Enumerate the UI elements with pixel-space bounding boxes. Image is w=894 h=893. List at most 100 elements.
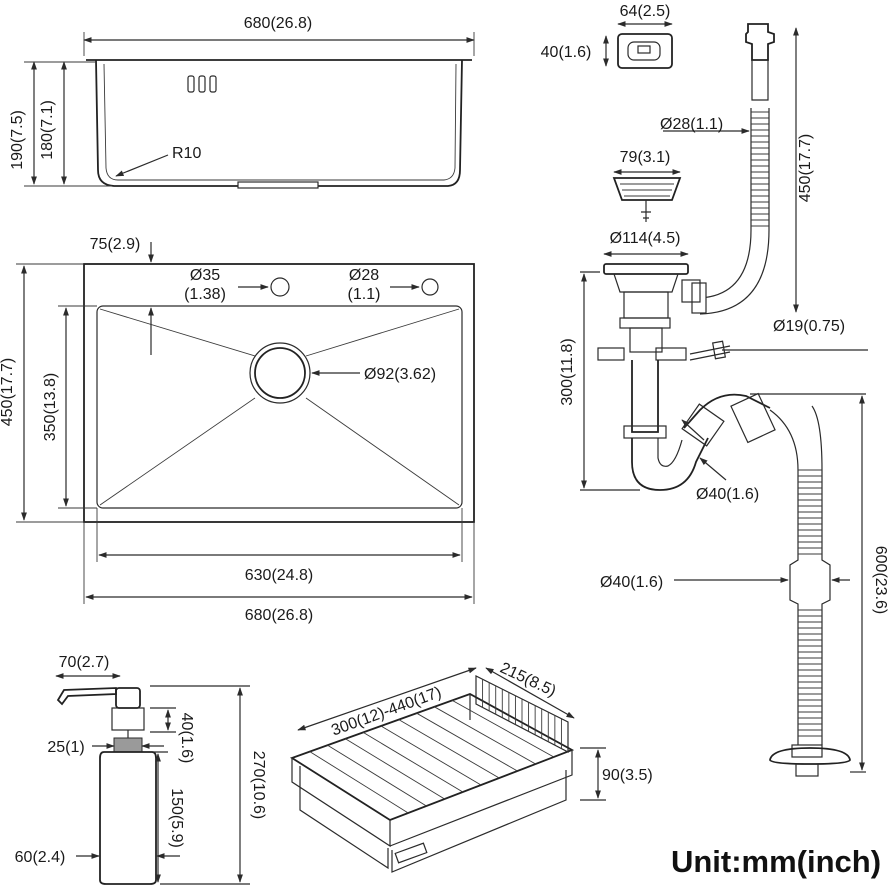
pipe-dia-upper-leader-a: [681, 419, 705, 441]
basket-body-rings: [620, 183, 674, 197]
drain-hose-ribs: [798, 469, 822, 737]
basket-back-panel: [475, 675, 569, 753]
dispenser-spout: [56, 687, 117, 706]
basket-frame-right-leg: [391, 770, 567, 873]
drain-nut: [619, 317, 671, 329]
faucet-hole: [270, 277, 290, 297]
basket-slat: [309, 751, 409, 814]
overflow-hose: Ø28(1.1) 450(17.7): [660, 23, 814, 315]
unit-note: Unit:mm(inch): [671, 844, 881, 879]
trap-vertical-pipe: [631, 360, 659, 433]
hose-ribs: [751, 111, 769, 227]
drain-flange-neck: [613, 273, 679, 293]
drain-body: [623, 291, 669, 319]
basket-stem-crossbars: [641, 211, 651, 219]
thread-dia-label: 25(1): [47, 739, 84, 756]
hose-dia-label: Ø28(1.1): [660, 116, 723, 133]
sink-side-view: 680(26.8) 190(7.5) 180(7.1) R10: [9, 15, 475, 189]
sink-outer-rim: [83, 263, 475, 523]
hose-end-fitting: [691, 282, 707, 314]
inner-depth-label: 350(13.8): [42, 373, 59, 442]
side-drain-outlet: [237, 181, 319, 189]
trap-elbow-joint: [681, 403, 725, 447]
drain-hose-tube: [769, 405, 831, 745]
basket-slat: [380, 725, 482, 786]
radius-label: R10: [172, 145, 201, 162]
basket-slat: [362, 732, 464, 793]
drain-hole-inner: [254, 347, 306, 399]
flange-dia-label: Ø114(4.5): [610, 230, 681, 247]
basket-frame-left-leg: [299, 766, 389, 870]
basket-slat: [345, 738, 445, 800]
pipe-dia-upper-label: Ø40(1.6): [696, 486, 759, 503]
basket-slat: [327, 744, 427, 807]
branch-dia-label: Ø19(0.75): [773, 318, 845, 335]
side-bowl-inner-outline: [103, 63, 457, 181]
trap-height-label: 300(11.8): [559, 338, 576, 405]
bowl-slope-lines: [99, 308, 460, 506]
basket-frame: [291, 694, 573, 848]
drain-hose-collar: [791, 744, 823, 758]
drain-hole: [249, 342, 311, 404]
basket-dia-label: 79(3.1): [620, 149, 671, 166]
overflow-slot: [198, 75, 206, 93]
side-outer-height-label: 190(7.5): [9, 110, 26, 170]
radius-leader: [115, 154, 169, 177]
overflow-cover: 64(2.5) 40(1.6): [541, 3, 673, 69]
faucet-hole-inch: (1.38): [184, 286, 226, 303]
soap-dispenser: 70(2.7) 40(1.6) 25(1) 150(5.9) 270(10.6)…: [15, 654, 267, 885]
trap-elbow: [683, 393, 771, 429]
branch-connector: [711, 340, 727, 360]
drain-hose-base: [769, 747, 851, 765]
side-bowl-outline: [86, 59, 472, 187]
overflow-slot: [209, 75, 217, 93]
basket-handle-bar: [394, 842, 428, 864]
outer-width-label: 680(26.8): [245, 607, 314, 624]
faucet-hole-dia: Ø35: [190, 267, 220, 284]
dispenser-collar: [111, 707, 145, 731]
dispenser-pump-head: [115, 687, 141, 709]
drain-dia-label: Ø92(3.62): [364, 366, 436, 383]
basket-slats: [309, 700, 555, 814]
basket-length-label: 300(12)-440(17): [329, 684, 443, 740]
drain-basket: 300(12)-440(17) 215(8.5) 90(3.5): [289, 660, 653, 873]
basket-width-dimension: [485, 667, 575, 719]
spout-length-label: 70(2.7): [59, 654, 110, 671]
basket-back-slats: [482, 679, 562, 749]
soap-hole: [421, 278, 439, 296]
bottle-dia-label: 60(2.4): [15, 849, 66, 866]
dispenser-bottle: [99, 751, 157, 885]
overflow-port: [681, 279, 701, 303]
trap-bend-inner: [657, 438, 683, 467]
total-height-label: 270(10.6): [250, 751, 267, 820]
hose-corrugated-tube: [699, 108, 770, 315]
strainer-basket: 79(3.1): [612, 149, 682, 222]
bottle-height-label: 150(5.9): [168, 788, 185, 848]
drain-assembly: Ø114(4.5) Ø19(0.75) 300(11.8) Ø40(1.6): [559, 230, 868, 503]
overflow-cover-opening: [637, 45, 651, 54]
soap-hole-inch: (1.1): [348, 286, 381, 303]
basket-slat: [434, 706, 536, 765]
drain-hose: Ø40(1.6) 600(23.6): [600, 393, 889, 777]
overflow-width-label: 64(2.5): [620, 3, 671, 20]
basket-height-label: 90(3.5): [602, 767, 653, 784]
dispenser-thread: [113, 737, 143, 753]
soap-hole-dia: Ø28: [349, 267, 379, 284]
basket-slat: [451, 700, 555, 758]
pipe-dia-upper-leader-b: [699, 457, 727, 481]
branch-right: [655, 347, 687, 361]
basket-length-dimension: [297, 667, 477, 731]
trap-elbow-coupling: [730, 392, 776, 444]
outer-depth-label: 450(17.7): [0, 358, 16, 427]
overflow-height-label: 40(1.6): [541, 44, 592, 61]
overflow-cover-body: [617, 33, 673, 69]
head-height-label: 40(1.6): [178, 713, 195, 764]
overflow-cover-slot: [627, 41, 661, 61]
branch-left: [597, 347, 625, 361]
inner-width-label: 630(24.8): [245, 567, 314, 584]
basket-body: [612, 177, 682, 201]
trap-nut: [623, 425, 667, 439]
hose-top-fitting: [751, 60, 769, 101]
